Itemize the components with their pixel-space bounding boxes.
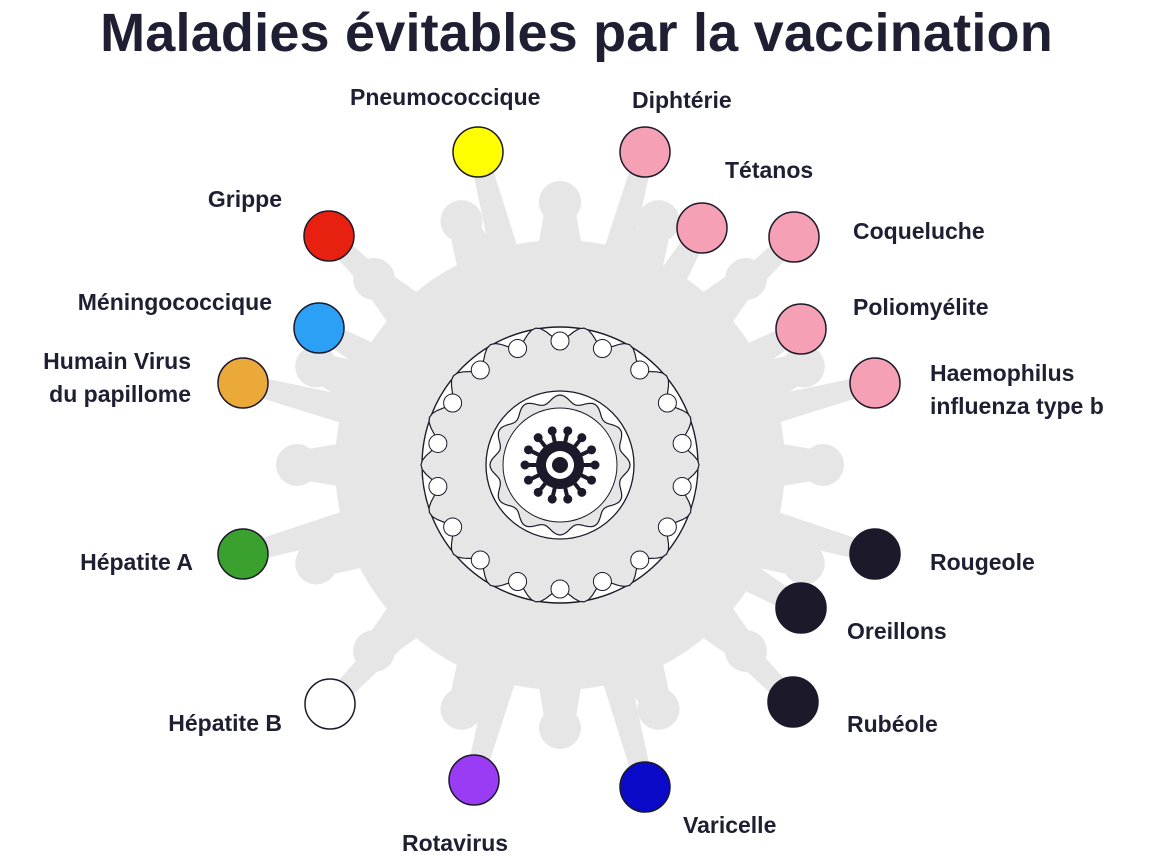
label-line: Hépatite B bbox=[168, 710, 282, 736]
node-rotavirus bbox=[449, 755, 499, 805]
label-line: Coqueluche bbox=[853, 218, 985, 244]
node-hpv bbox=[218, 358, 268, 408]
node-meningo bbox=[294, 303, 344, 353]
label-line: influenza type b bbox=[930, 393, 1104, 419]
node-varicelle bbox=[620, 762, 670, 812]
label-line: Poliomyélite bbox=[853, 294, 988, 320]
node-polio bbox=[776, 304, 826, 354]
label-oreillons: Oreillons bbox=[847, 618, 947, 644]
label-line: Diphtérie bbox=[632, 87, 732, 113]
label-rubeole: Rubéole bbox=[847, 711, 938, 737]
node-rubeole bbox=[768, 677, 818, 727]
label-rotavirus: Rotavirus bbox=[402, 830, 508, 856]
label-line: du papillome bbox=[49, 381, 191, 407]
node-hepb bbox=[305, 679, 355, 729]
label-hpv: Humain Virus du papillome bbox=[43, 348, 191, 407]
stub-bump bbox=[638, 688, 680, 730]
ring-bead bbox=[444, 518, 462, 536]
ring-bead bbox=[673, 478, 691, 496]
ring-bead bbox=[631, 551, 649, 569]
ring-bead bbox=[471, 551, 489, 569]
label-meningo: Méningococcique bbox=[78, 289, 272, 315]
node-hepa bbox=[218, 529, 268, 579]
node-tetanos bbox=[677, 203, 727, 253]
stub-bump bbox=[539, 707, 581, 749]
ring-bead bbox=[471, 361, 489, 379]
node-hib bbox=[850, 358, 900, 408]
stub-bump bbox=[440, 200, 482, 242]
label-line: Oreillons bbox=[847, 618, 947, 644]
ring-bead bbox=[429, 434, 447, 452]
label-line: Hépatite A bbox=[80, 549, 193, 575]
ring-bead bbox=[444, 394, 462, 412]
ring-bead bbox=[593, 573, 611, 591]
node-pneumo bbox=[453, 127, 503, 177]
label-line: Rotavirus bbox=[402, 830, 508, 856]
label-varicelle: Varicelle bbox=[683, 812, 776, 838]
stub-bump bbox=[802, 444, 844, 486]
ring-bead bbox=[631, 361, 649, 379]
label-coqueluche: Coqueluche bbox=[853, 218, 985, 244]
label-hib: Haemophilus influenza type b bbox=[930, 360, 1104, 419]
stub-bump bbox=[276, 444, 318, 486]
label-hepb: Hépatite B bbox=[168, 710, 282, 736]
ring-bead bbox=[429, 478, 447, 496]
stub-bump bbox=[638, 200, 680, 242]
label-line: Méningococcique bbox=[78, 289, 272, 315]
label-line: Varicelle bbox=[683, 812, 776, 838]
label-line: Haemophilus bbox=[930, 360, 1074, 386]
node-diphterie bbox=[620, 127, 670, 177]
label-line: Tétanos bbox=[725, 157, 813, 183]
ring-bead bbox=[509, 573, 527, 591]
label-hepa: Hépatite A bbox=[80, 549, 193, 575]
node-oreillons bbox=[776, 583, 826, 633]
ring-bead bbox=[551, 332, 569, 350]
ring-bead bbox=[509, 339, 527, 357]
label-rougeole: Rougeole bbox=[930, 549, 1035, 575]
stub-bump bbox=[539, 181, 581, 223]
label-diphterie: Diphtérie bbox=[632, 87, 732, 113]
ring-bead bbox=[658, 394, 676, 412]
label-line: Grippe bbox=[208, 186, 282, 212]
label-pneumo: Pneumococcique bbox=[350, 84, 540, 110]
ring-bead bbox=[673, 434, 691, 452]
ring-bead bbox=[658, 518, 676, 536]
node-grippe bbox=[304, 211, 354, 261]
label-line: Rubéole bbox=[847, 711, 938, 737]
virus-inner bbox=[421, 327, 699, 603]
stub-bump bbox=[440, 688, 482, 730]
ring-bead bbox=[551, 580, 569, 598]
label-line: Humain Virus bbox=[43, 348, 191, 374]
label-line: Rougeole bbox=[930, 549, 1035, 575]
label-polio: Poliomyélite bbox=[853, 294, 988, 320]
label-tetanos: Tétanos bbox=[725, 157, 813, 183]
label-line: Pneumococcique bbox=[350, 84, 540, 110]
node-coqueluche bbox=[769, 212, 819, 262]
label-grippe: Grippe bbox=[208, 186, 282, 212]
node-rougeole bbox=[850, 529, 900, 579]
ring-bead bbox=[593, 339, 611, 357]
